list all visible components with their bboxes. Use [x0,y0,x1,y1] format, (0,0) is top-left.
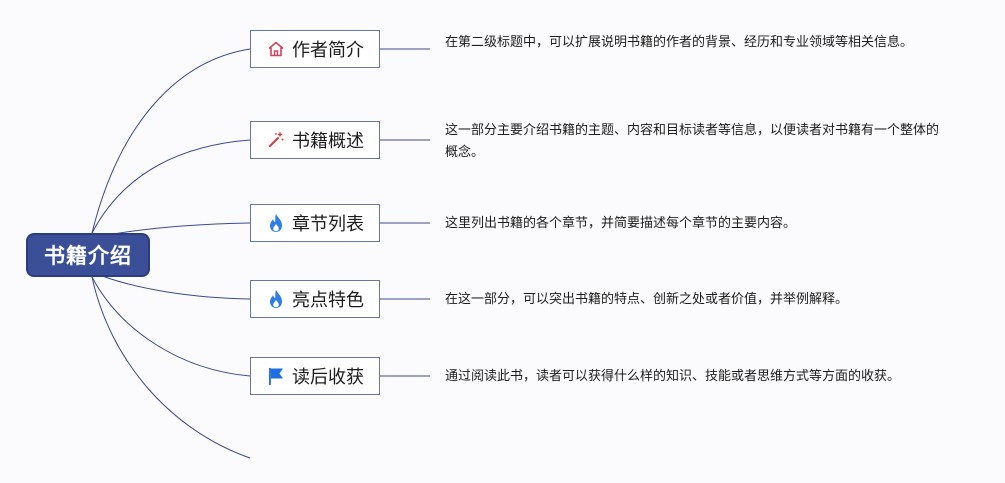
description-author-intro: 在第二级标题中，可以扩展说明书籍的作者的背景、经历和专业领域等相关信息。 [445,35,914,50]
flag-icon [266,366,286,386]
topic-label: 章节列表 [292,214,364,235]
root-topic-label: 书籍介绍 [44,244,132,268]
description-highlights: 在这一部分，可以突出书籍的特点、创新之处或者价值，并举例解释。 [445,292,849,307]
connector-branch-5 [91,276,251,377]
connector-branch-4 [91,271,251,300]
connector-branch-1 [91,48,251,234]
flame-icon [266,213,286,233]
topic-label: 作者简介 [292,40,364,61]
topic-takeaways[interactable]: 读后收获 [250,357,380,395]
root-topic[interactable]: 书籍介绍 [26,233,150,277]
magic-wand-icon [266,130,286,150]
topic-chapter-list[interactable]: 章节列表 [250,204,380,242]
flame-icon [266,289,286,309]
connector-branch-2 [91,139,251,234]
description-takeaways: 通过阅读此书，读者可以获得什么样的知识、技能或者思维方式等方面的收获。 [445,369,901,384]
house-icon [266,39,286,59]
topic-label: 亮点特色 [292,290,364,311]
topic-label: 读后收获 [292,367,364,388]
topic-author-intro[interactable]: 作者简介 [250,30,380,68]
connector-branch-empty [91,276,251,459]
topic-highlights[interactable]: 亮点特色 [250,280,380,318]
description-chapter-list: 这里列出书籍的各个章节，并简要描述每个章节的主要内容。 [445,216,797,231]
topic-book-overview[interactable]: 书籍概述 [250,121,380,159]
topic-label: 书籍概述 [292,131,364,152]
description-book-overview: 这一部分主要介绍书籍的主题、内容和目标读者等信息，以便读者对书籍有一个整体的概念… [445,123,940,160]
